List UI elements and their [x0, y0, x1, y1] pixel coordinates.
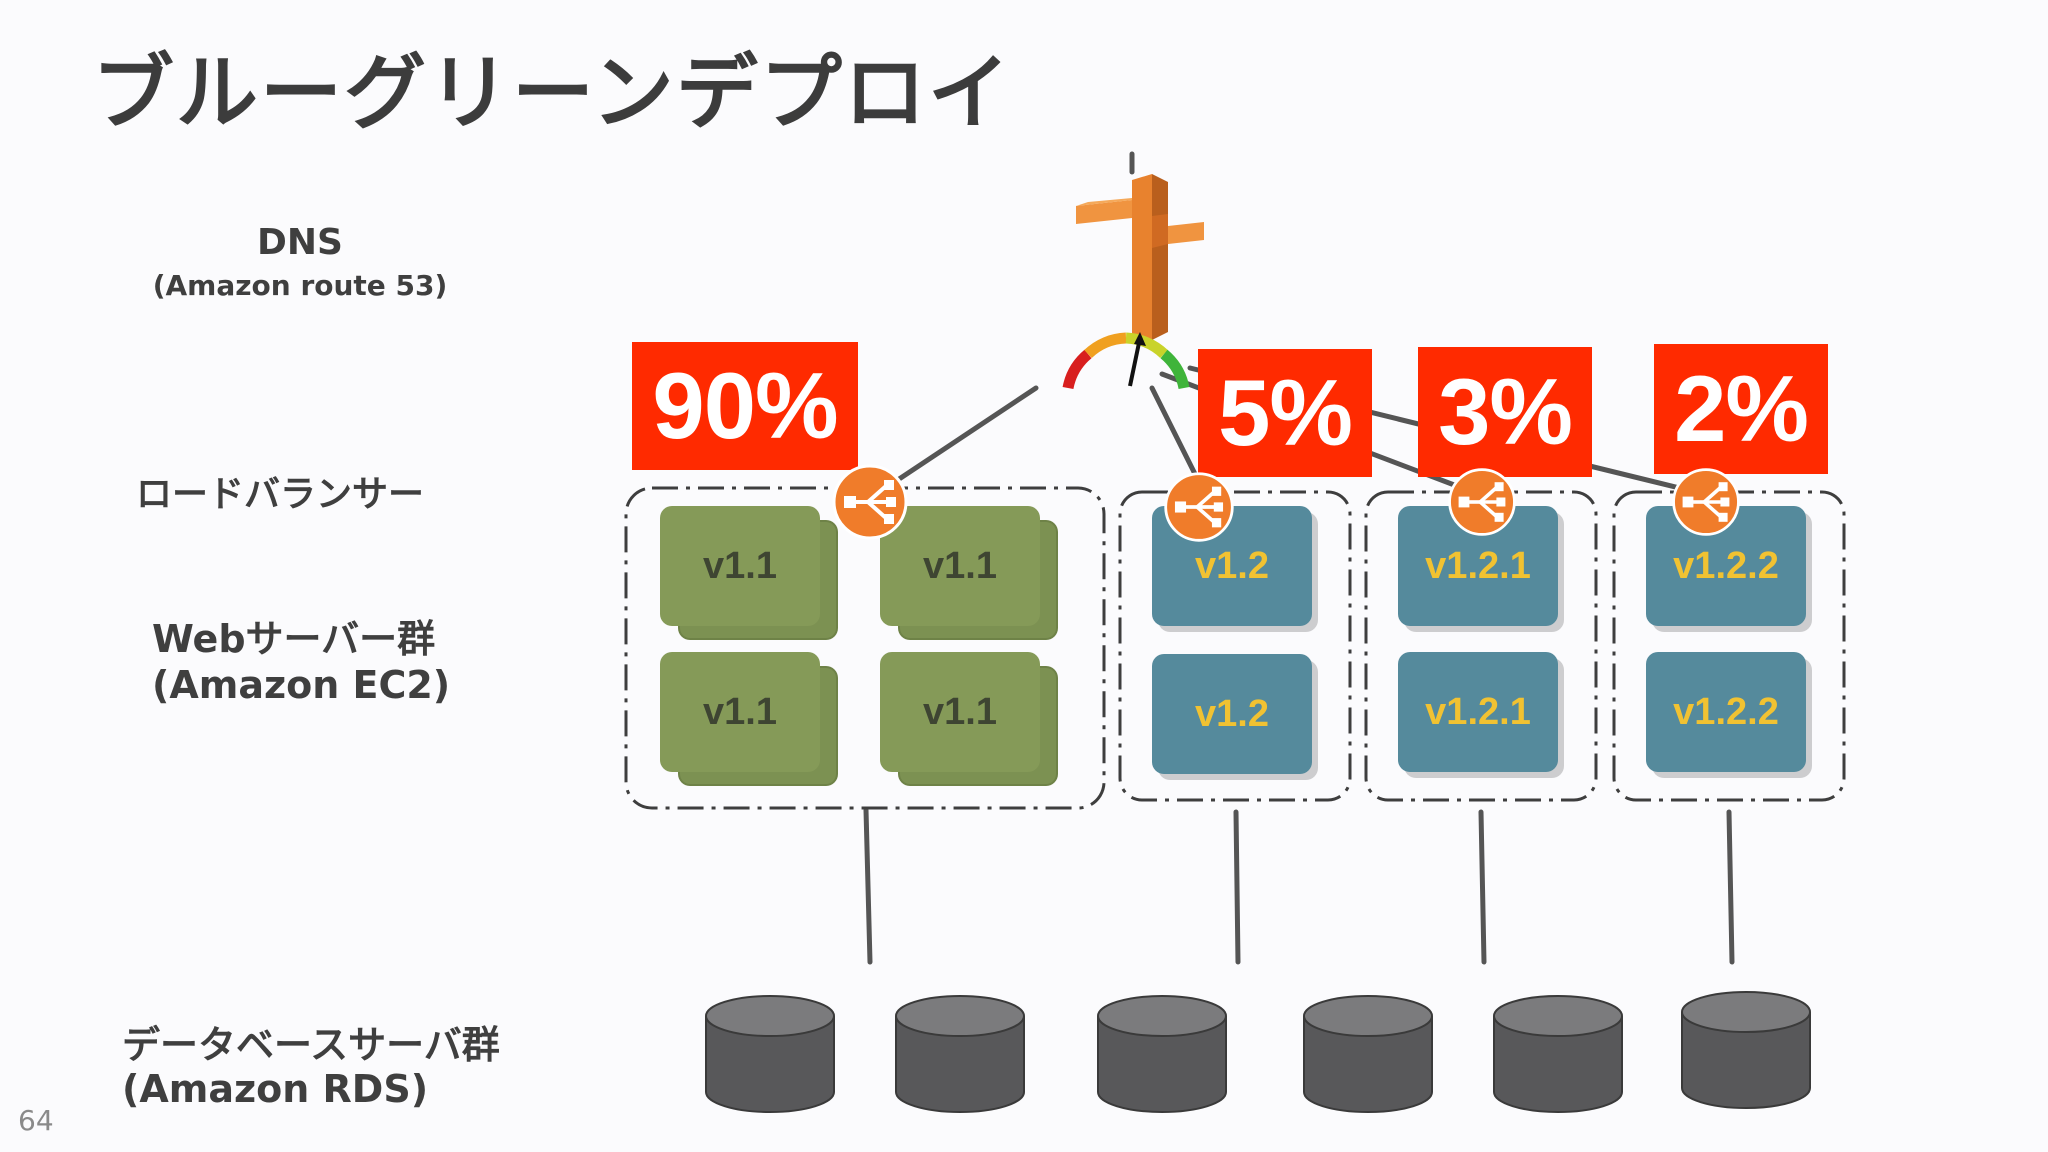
- database-icon: [1493, 995, 1623, 1113]
- traffic-badge-3: 3%: [1418, 347, 1592, 477]
- server-v1-1: v1.1: [660, 506, 820, 626]
- link-lb-2: [1149, 385, 1200, 481]
- load-balancer-icon: [1164, 472, 1234, 542]
- gauge-icon: [1062, 332, 1190, 390]
- db-servers-label: データベースサーバ群: [122, 1023, 500, 1067]
- db-link-4: [1726, 809, 1735, 965]
- group-outline-v1-2: [1118, 490, 1352, 802]
- db-servers-sub-label: (Amazon RDS): [122, 1067, 429, 1111]
- server-v1-2-1: v1.2.1: [1398, 652, 1558, 772]
- server-v1-1: v1.1: [880, 506, 1040, 626]
- traffic-badge-5: 5%: [1198, 349, 1372, 477]
- page-number: 64: [18, 1104, 54, 1137]
- traffic-badge-2: 2%: [1654, 344, 1828, 474]
- database-icon: [1681, 991, 1811, 1109]
- group-outline-v1-1: [624, 486, 1106, 810]
- db-link-3: [1478, 809, 1487, 965]
- load-balancer-icon: [1448, 468, 1516, 536]
- load-balancer-label: ロードバランサー: [136, 474, 425, 515]
- dns-sub-label: (Amazon route 53): [152, 269, 448, 302]
- server-v1-1: v1.1: [660, 652, 820, 772]
- web-servers-label: Webサーバー群: [152, 617, 436, 661]
- database-icon: [895, 995, 1025, 1113]
- server-v1-2: v1.2: [1152, 654, 1312, 774]
- page-title: ブルーグリーンデプロイ: [92, 46, 1012, 141]
- db-link-1: [863, 807, 873, 965]
- server-v1-2-2: v1.2.2: [1646, 652, 1806, 772]
- load-balancer-icon: [1672, 468, 1740, 536]
- database-icon: [1303, 995, 1433, 1113]
- server-v1-1: v1.1: [880, 652, 1040, 772]
- load-balancer-icon: [832, 464, 908, 540]
- database-icon: [1097, 995, 1227, 1113]
- web-servers-sub-label: (Amazon EC2): [152, 663, 451, 707]
- dns-label: DNS: [257, 222, 343, 263]
- db-link-2: [1233, 809, 1241, 965]
- route53-icon: [1076, 174, 1204, 340]
- database-icon: [705, 995, 835, 1113]
- traffic-badge-90: 90%: [632, 342, 858, 470]
- server-v1-2-2: v1.2.2: [1646, 506, 1806, 626]
